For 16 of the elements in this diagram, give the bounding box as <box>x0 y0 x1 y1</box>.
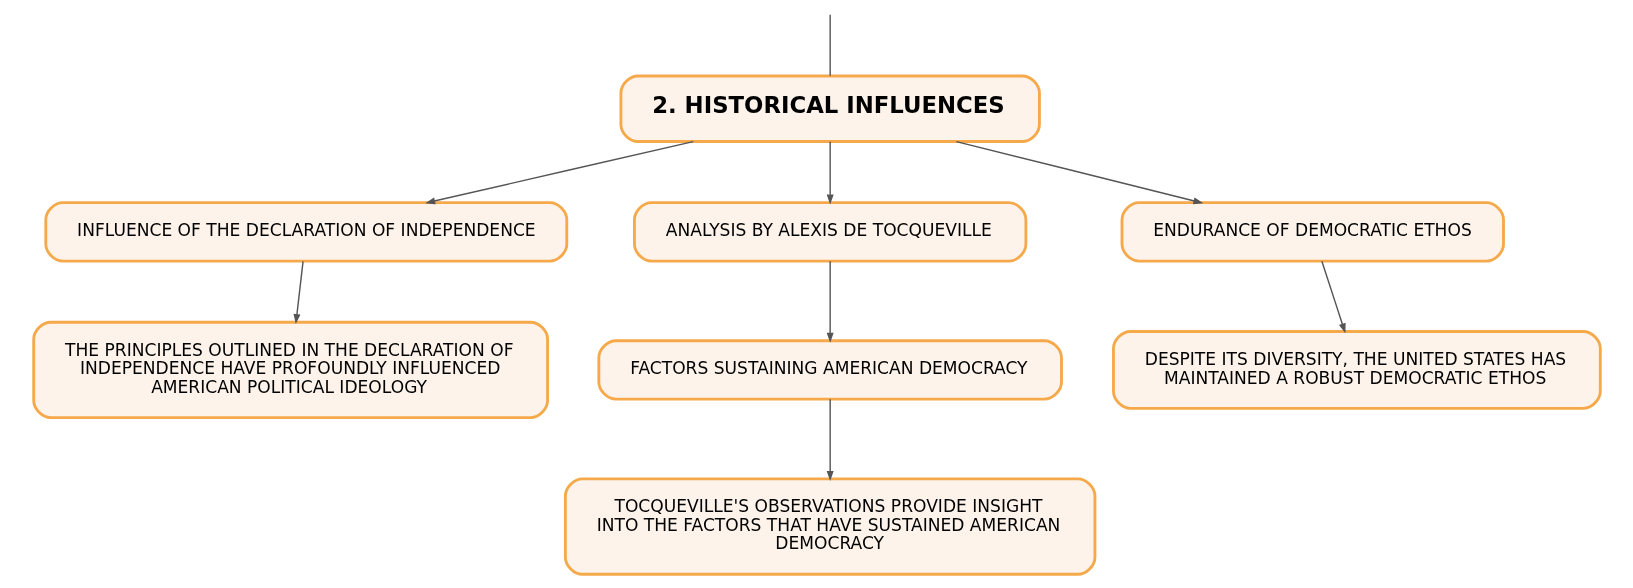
arrow <box>1320 260 1346 334</box>
arrow <box>424 140 694 205</box>
arrow <box>826 260 834 343</box>
arrow <box>826 398 834 481</box>
node-box: 2. HISTORICAL INFLUENCES <box>619 74 1041 143</box>
arrow <box>826 141 834 205</box>
arrow <box>955 140 1203 205</box>
node-box: FACTORS SUSTAINING AMERICAN DEMOCRACY <box>596 339 1063 401</box>
arrow <box>292 260 304 325</box>
node-box: INFLUENCE OF THE DECLARATION OF INDEPENDENCE <box>43 201 568 263</box>
node-box: ANALYSIS BY ALEXIS DE TOCQUEVILLE <box>632 201 1027 263</box>
connector <box>828 14 831 77</box>
node-box: THE PRINCIPLES OUTLINED IN THE DECLARATION OF INDEPENDENCE HAVE PROFOUNDLY INFLUENCED AMERICAN POLITICAL IDEOLOGY <box>31 320 549 420</box>
node-box: ENDURANCE OF DEMOCRATIC ETHOS <box>1120 201 1505 263</box>
node-box: DESPITE ITS DIVERSITY, THE UNITED STATES HAS MAINTAINED A ROBUST DEMOCRATIC ETHOS <box>1111 330 1602 410</box>
node-box: TOCQUEVILLE'S OBSERVATIONS PROVIDE INSIGHT INTO THE FACTORS THAT HAVE SUSTAINED AMERICAN DEMOCRACY <box>563 477 1096 576</box>
